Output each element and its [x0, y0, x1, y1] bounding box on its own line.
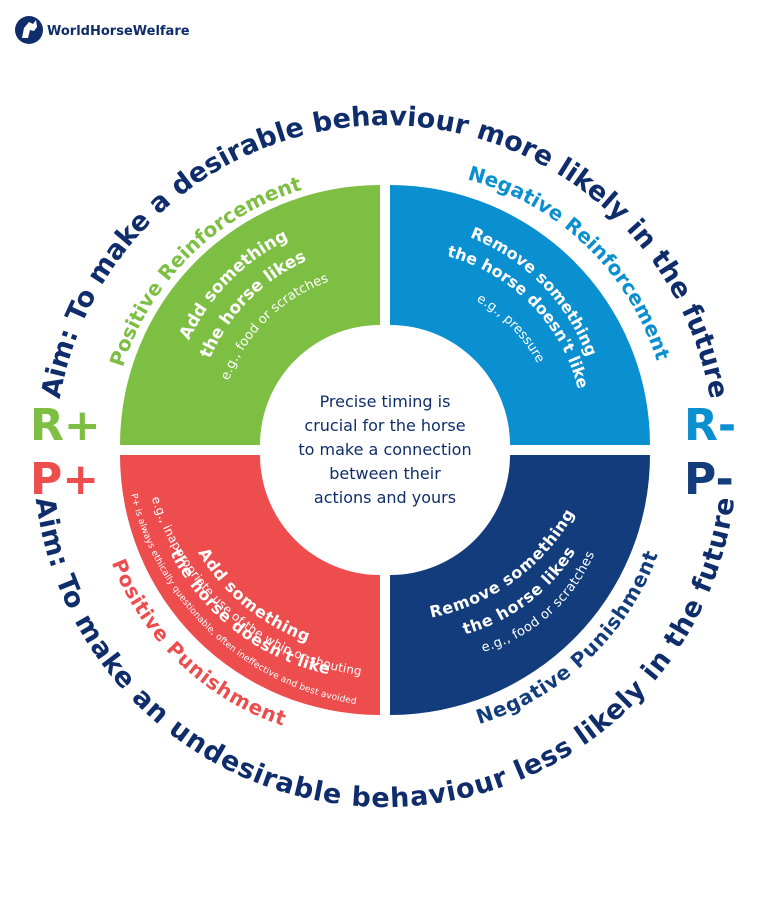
quadrant-positive-reinforcement [120, 185, 380, 445]
symbol-r-minus: R- [684, 400, 736, 451]
quadrant-negative-punishment [390, 455, 650, 715]
symbol-r-plus: R+ [30, 400, 101, 451]
symbol-p-plus: P+ [30, 454, 99, 505]
center-line-4: between their [329, 464, 441, 483]
quadrant-positive-punishment [120, 455, 380, 715]
brand-logo[interactable]: WorldHorseWelfare [15, 16, 190, 44]
brand-name: WorldHorseWelfare [47, 24, 190, 39]
quadrant-negative-reinforcement [390, 185, 650, 445]
center-line-3: to make a connection [298, 440, 471, 459]
center-line-1: Precise timing is [320, 392, 451, 411]
symbol-p-minus: P- [684, 454, 734, 505]
center-line-5: actions and yours [314, 488, 456, 507]
center-message: Precise timing is crucial for the horse … [298, 392, 471, 507]
horse-head-icon [22, 20, 37, 38]
center-line-2: crucial for the horse [304, 416, 465, 435]
